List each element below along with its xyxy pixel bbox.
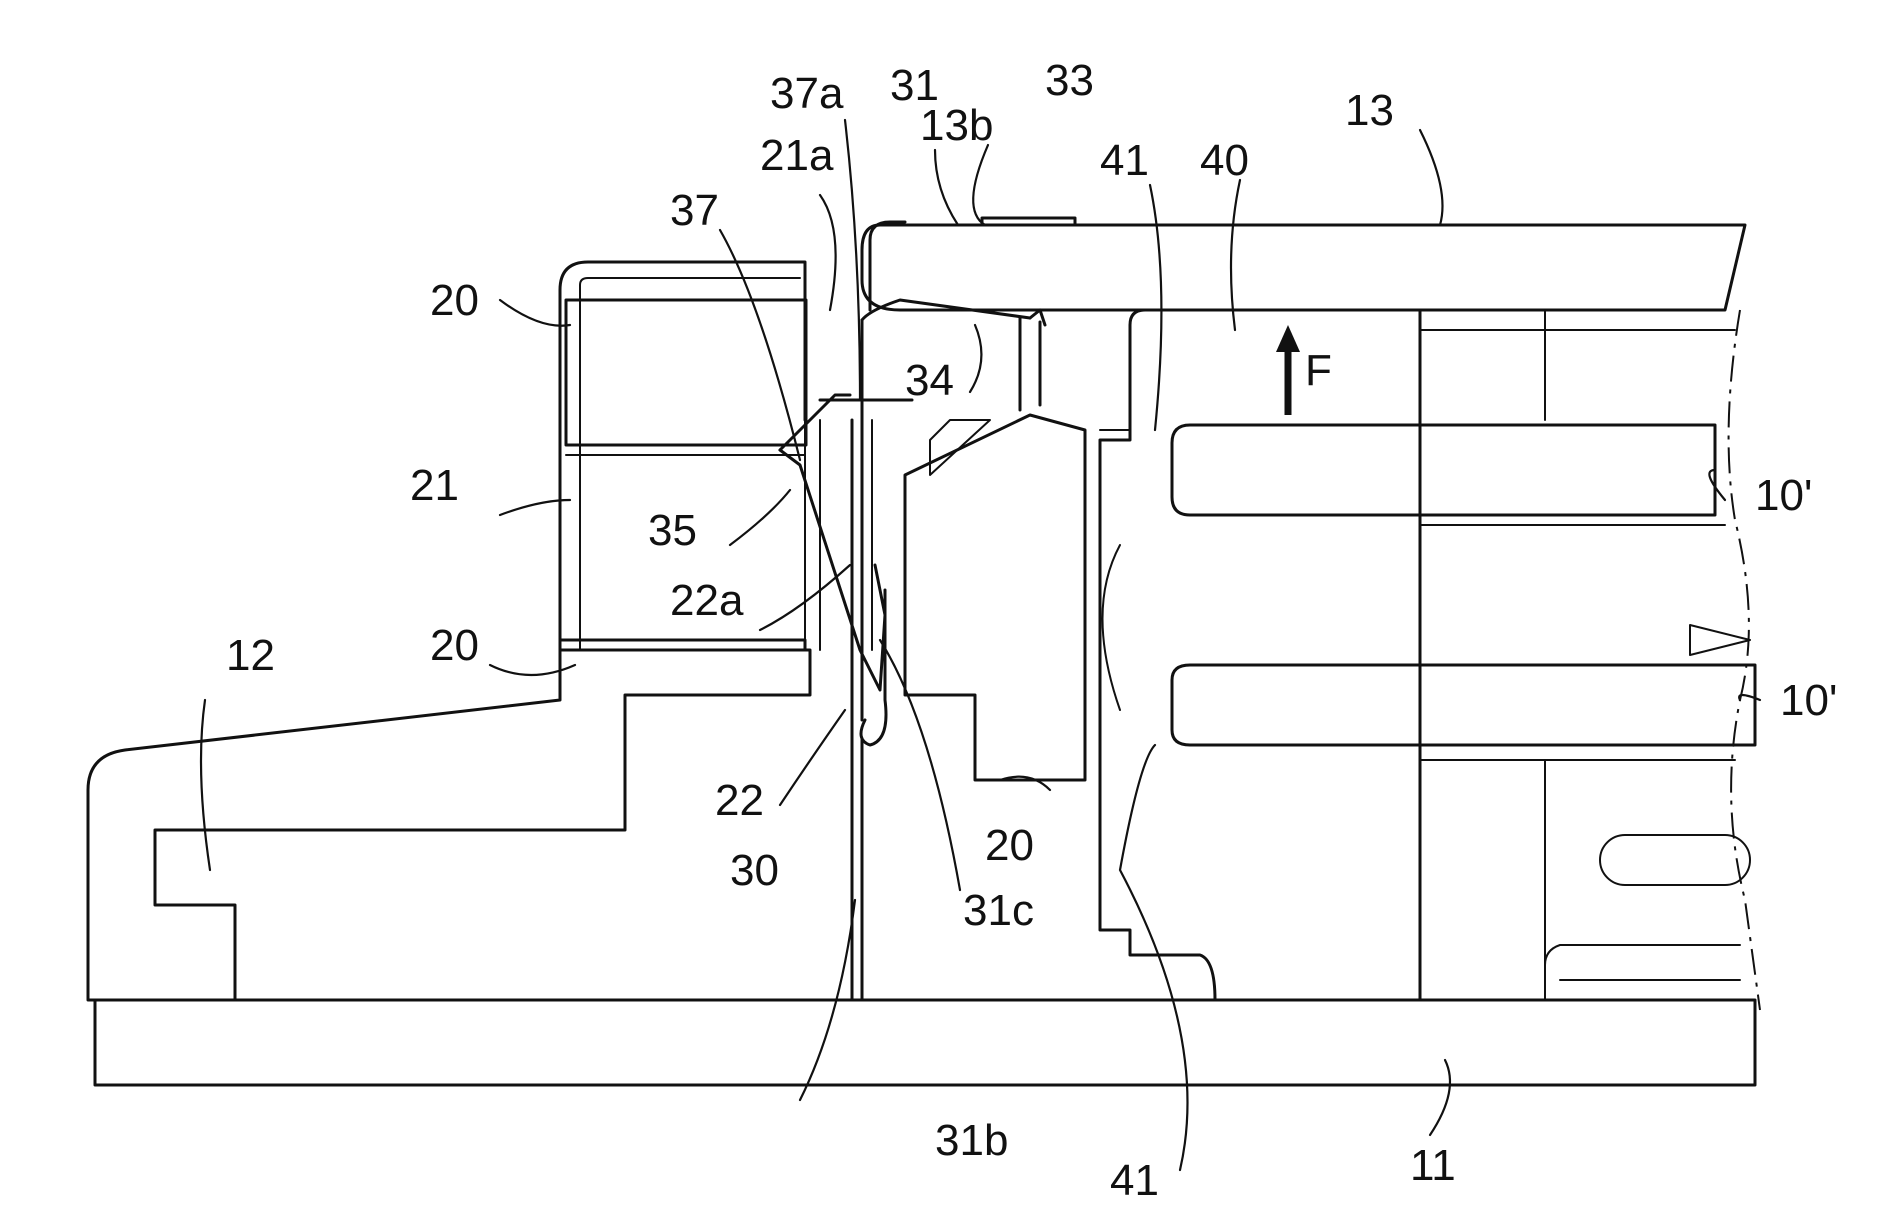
label-22: 22 xyxy=(715,776,764,825)
label-31c: 31c xyxy=(963,886,1034,935)
label-20-mid: 20 xyxy=(430,621,479,670)
label-13b: 13b xyxy=(920,101,993,150)
label-12: 12 xyxy=(226,631,275,680)
label-21: 21 xyxy=(410,461,459,510)
label-10p-bottom: 10' xyxy=(1780,676,1837,725)
cover-13 xyxy=(862,218,1745,310)
pin-10p-lower xyxy=(1172,665,1755,745)
label-13: 13 xyxy=(1345,86,1394,135)
label-34: 34 xyxy=(905,356,954,405)
housing-12 xyxy=(88,650,810,1000)
force-arrow-f xyxy=(1276,325,1300,415)
board-frame xyxy=(1420,310,1760,1010)
base-plate-11 xyxy=(95,1000,1755,1085)
label-35: 35 xyxy=(648,506,697,555)
reference-labels: 12 20 20 20 21 21a 22 22a 30 31 31b 31c … xyxy=(226,56,1837,1205)
label-21a: 21a xyxy=(760,131,834,180)
label-22a: 22a xyxy=(670,576,744,625)
label-33: 33 xyxy=(1045,56,1094,105)
label-41-top: 41 xyxy=(1100,136,1149,185)
label-31b: 31b xyxy=(935,1116,1008,1165)
label-41-bottom: 41 xyxy=(1110,1156,1159,1205)
label-40: 40 xyxy=(1200,136,1249,185)
label-20-top: 20 xyxy=(430,276,479,325)
pin-10p-upper xyxy=(1172,425,1715,515)
label-10p-top: 10' xyxy=(1755,471,1812,520)
label-force-f: F xyxy=(1305,346,1332,395)
label-37a: 37a xyxy=(770,69,844,118)
housing-20-center xyxy=(905,415,1085,780)
label-37: 37 xyxy=(670,186,719,235)
label-20-bottom: 20 xyxy=(985,821,1034,870)
label-30: 30 xyxy=(730,846,779,895)
spring-contact-30 xyxy=(780,222,1045,1000)
label-11: 11 xyxy=(1410,1141,1456,1190)
component-40 xyxy=(1100,310,1420,1000)
